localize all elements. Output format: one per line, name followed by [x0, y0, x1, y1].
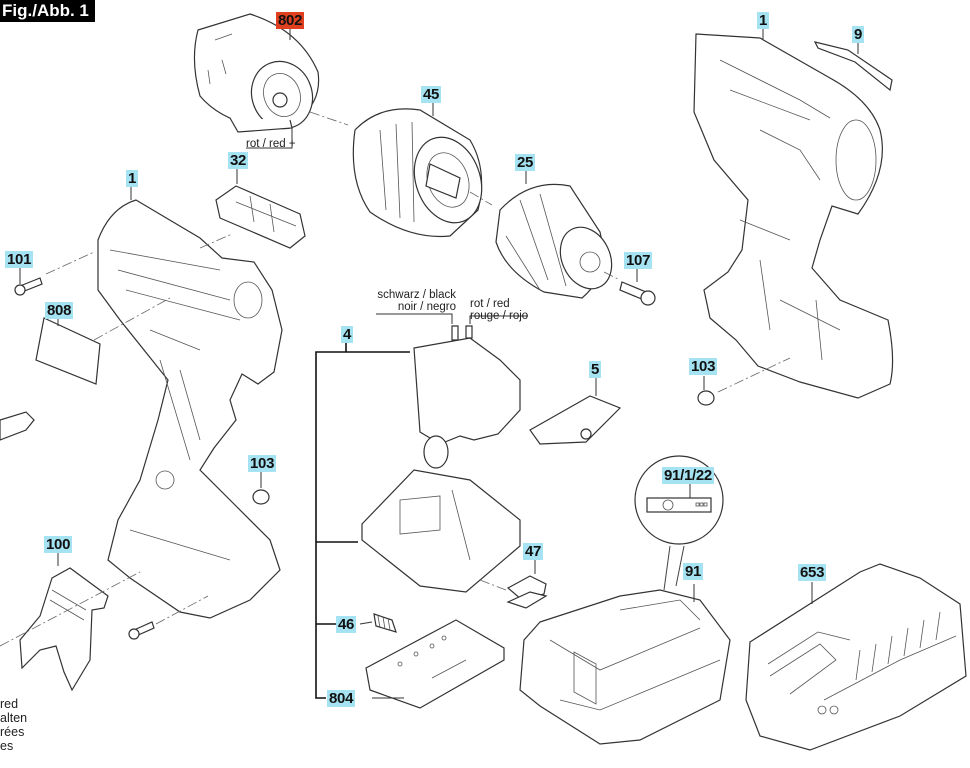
battery-callout-pointer — [663, 545, 685, 591]
red-wire-note-line1: rot / red — [470, 298, 510, 310]
part-label-91[interactable]: 91 — [683, 563, 704, 580]
part-label-101[interactable]: 101 — [5, 251, 34, 268]
label-plate-part[interactable] — [35, 317, 101, 385]
gearbox-axis-line — [469, 191, 493, 206]
part-label-107[interactable]: 107 — [624, 252, 653, 269]
charger-part[interactable] — [745, 563, 967, 751]
screw-left-part[interactable] — [14, 277, 43, 296]
screw-lower-axis-line — [155, 595, 209, 625]
bit-part — [0, 411, 35, 441]
part-label-32[interactable]: 32 — [228, 152, 249, 169]
belt-clip-part[interactable] — [19, 567, 109, 692]
chuck-axis-line — [603, 271, 621, 281]
part-label-47[interactable]: 47 — [523, 543, 544, 560]
part-label-46[interactable]: 46 — [336, 616, 357, 633]
black-wire-leader — [376, 313, 453, 324]
housing-left-part[interactable] — [97, 199, 283, 619]
part-label-4[interactable]: 4 — [341, 326, 354, 343]
brush-cover-axis-line — [199, 233, 233, 249]
part-label-802[interactable]: 802 — [276, 12, 305, 29]
part-label-100[interactable]: 100 — [44, 536, 73, 553]
switch-part[interactable] — [361, 325, 521, 593]
pad-axis-line — [479, 579, 507, 591]
part-label-1-right[interactable]: 1 — [757, 12, 770, 29]
battery-part[interactable] — [519, 589, 731, 745]
part-label-91-1-22[interactable]: 91/1/22 — [662, 467, 714, 484]
part-label-1-left[interactable]: 1 — [126, 170, 139, 187]
label-plate-axis-line — [93, 297, 171, 341]
spring-part[interactable] — [373, 613, 397, 633]
footnote-fragment-3: rées — [0, 725, 25, 739]
footnote-fragment-4: es — [0, 739, 14, 753]
nut-right-axis-line — [717, 357, 791, 393]
housing-right-part[interactable] — [693, 33, 894, 399]
red-wire-leader — [469, 315, 528, 324]
part-label-9[interactable]: 9 — [852, 26, 865, 43]
part-label-804[interactable]: 804 — [327, 690, 356, 707]
battery-contact-plate-part[interactable] — [365, 619, 505, 709]
figure-title: Fig./Abb. 1 — [0, 0, 95, 22]
screw-left-axis-line — [45, 251, 95, 275]
motor-axis-line — [309, 111, 349, 126]
part-label-103-right[interactable]: 103 — [689, 358, 718, 375]
chuck-screw-part[interactable] — [619, 281, 656, 306]
brush-cover-part[interactable] — [215, 185, 306, 249]
screw-lower-part[interactable] — [128, 621, 155, 640]
spring-leader — [359, 621, 373, 625]
part-label-808[interactable]: 808 — [45, 302, 74, 319]
motor-wire-leader — [246, 128, 293, 149]
pad-part[interactable] — [506, 575, 548, 609]
black-wire-note-line1: schwarz / black — [377, 289, 456, 301]
chuck-part[interactable] — [495, 183, 621, 299]
red-wire-note-line2: rouge / rojo — [470, 310, 529, 322]
part-label-25[interactable]: 25 — [515, 154, 536, 171]
motor-part[interactable] — [193, 13, 321, 137]
part-label-103-left[interactable]: 103 — [248, 455, 277, 472]
battery-label-part[interactable] — [646, 497, 712, 513]
footnote-fragment-2: alten — [0, 711, 28, 725]
black-wire-note-line2: noir / negro — [397, 301, 456, 313]
switch-assembly-bracket — [315, 351, 410, 699]
nameplate-strip-part[interactable] — [813, 41, 893, 92]
nut-left-part[interactable] — [252, 489, 270, 505]
part-label-45[interactable]: 45 — [421, 86, 442, 103]
footnote-fragment-1: red — [0, 697, 19, 711]
nut-right-part[interactable] — [697, 390, 715, 406]
direction-slider-part[interactable] — [529, 395, 622, 445]
part-label-5[interactable]: 5 — [589, 361, 602, 378]
belt-clip-axis-line — [0, 571, 141, 647]
part-label-653[interactable]: 653 — [798, 564, 827, 581]
gearbox-part[interactable] — [352, 108, 493, 238]
motor-wire-note: rot / red + — [246, 138, 296, 150]
